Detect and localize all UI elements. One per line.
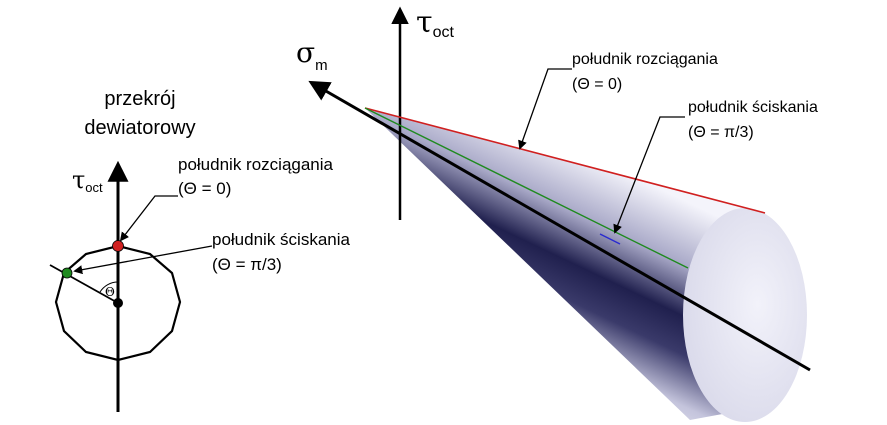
- cone-axis-subscript: oct: [433, 24, 455, 41]
- section-center-point: [113, 298, 123, 308]
- section-compression-line: [49, 264, 119, 304]
- section-axis-subscript: oct: [85, 180, 103, 195]
- hydrostatic-axis-label: σm: [296, 36, 328, 74]
- cone-tension-leader: [518, 68, 572, 150]
- section-title-line2: dewiatorowy: [84, 117, 195, 139]
- section-tension-leader: [119, 195, 178, 242]
- cone-vertical-axis-label: τoct: [416, 5, 455, 41]
- section-title-line1: przekrój: [104, 88, 175, 110]
- section-axis-label: τoct: [72, 166, 103, 195]
- angle-arc: [99, 281, 119, 293]
- cone-tension-label: południk rozciągania: [572, 51, 718, 68]
- hydrostatic-axis: [308, 80, 811, 372]
- cone-end-cap: [683, 208, 807, 422]
- section-tension-condition: (Θ = 0): [178, 179, 231, 198]
- section-compression-condition: (Θ = π/3): [212, 255, 282, 274]
- section-axis-symbol: τ: [72, 166, 85, 194]
- tension-meridian-point: [112, 240, 124, 252]
- cone-compression-highlight: [599, 233, 621, 245]
- hydrostatic-axis-symbol: σ: [296, 36, 315, 69]
- section-compression-leader: [73, 245, 213, 275]
- cone-axis-symbol: τ: [416, 5, 433, 40]
- deviatoric-section: przekrój dewiatorowy τoct Θ południk roz…: [49, 88, 351, 412]
- cone-compression-label: południk ściskania: [688, 99, 818, 116]
- cone-compression-meridian: [364, 107, 689, 269]
- cone-tension-meridian: [364, 107, 766, 214]
- compression-meridian-point: [61, 267, 73, 279]
- cone-tension-condition: (Θ = 0): [572, 76, 622, 93]
- angle-label: Θ: [105, 285, 115, 299]
- hydrostatic-axis-subscript: m: [315, 57, 328, 74]
- cone-compression-leader: [613, 116, 685, 234]
- cone-view: σm τoct południk rozciągania (Θ = 0) poł…: [296, 5, 818, 422]
- cone-compression-condition: (Θ = π/3): [688, 124, 754, 141]
- section-tension-label: południk rozciągania: [178, 155, 334, 174]
- section-compression-label: południk ściskania: [212, 230, 351, 249]
